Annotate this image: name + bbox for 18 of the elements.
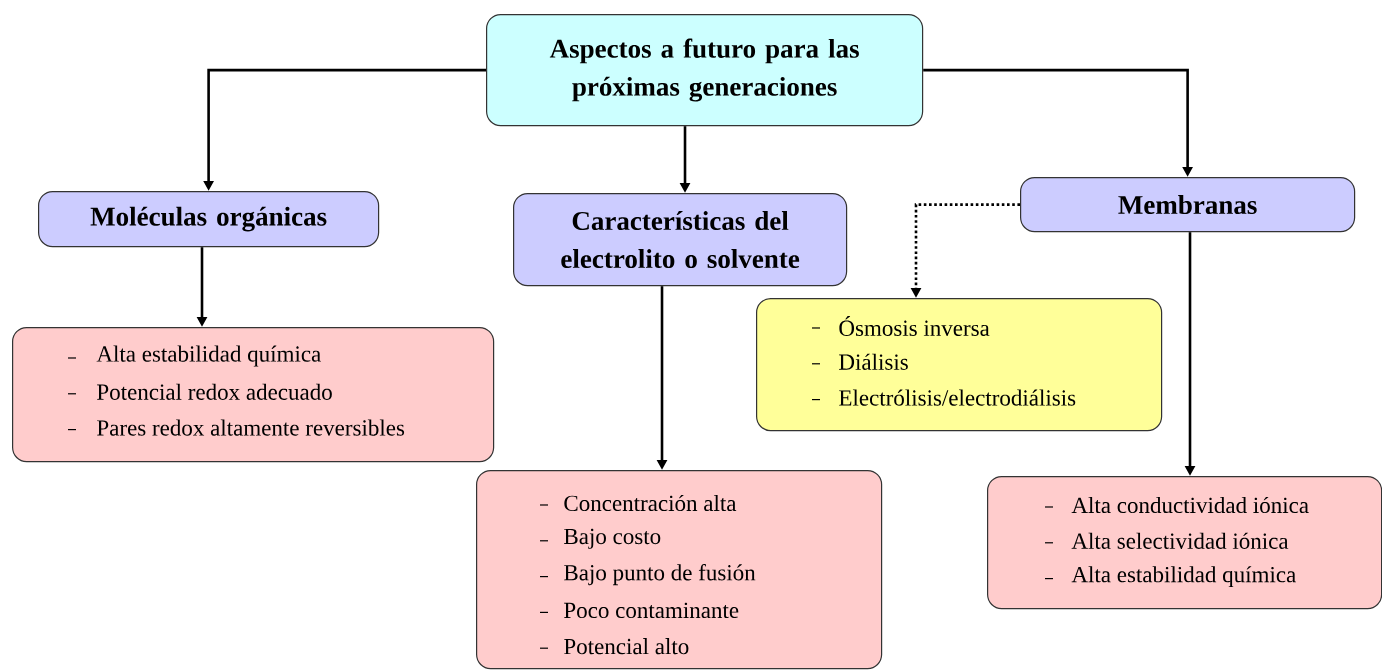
list-item: Bajo costo (564, 528, 661, 549)
title-box: Aspectos a futuro para las próximas generaciones (486, 14, 924, 127)
list-item: Pares redox altamente reversibles (97, 419, 405, 436)
list-item: Poco contaminante (564, 602, 739, 619)
title-box: Membranas (1020, 177, 1356, 233)
list-item: Alta conductividad iónica (1071, 496, 1309, 514)
list-item: Diálisis (839, 353, 908, 370)
list-item: Bajo punto de fusión (564, 564, 756, 586)
list-item: Electrólisis/electrodiálisis (839, 389, 1076, 406)
list-item: Alta estabilidad química (1071, 566, 1296, 588)
list-item: Potencial redox adecuado (97, 383, 332, 400)
list-item: Alta estabilidad química (96, 345, 321, 367)
list-item: Concentración alta (564, 494, 737, 512)
title-box: Características del electrolito o solvente (513, 193, 848, 287)
title-box: Moléculas orgánicas (38, 191, 380, 248)
list-item: Potencial alto (564, 638, 689, 655)
list-item: Ósmosis inversa (839, 316, 990, 336)
list-item: Alta selectividad iónica (1071, 532, 1289, 549)
